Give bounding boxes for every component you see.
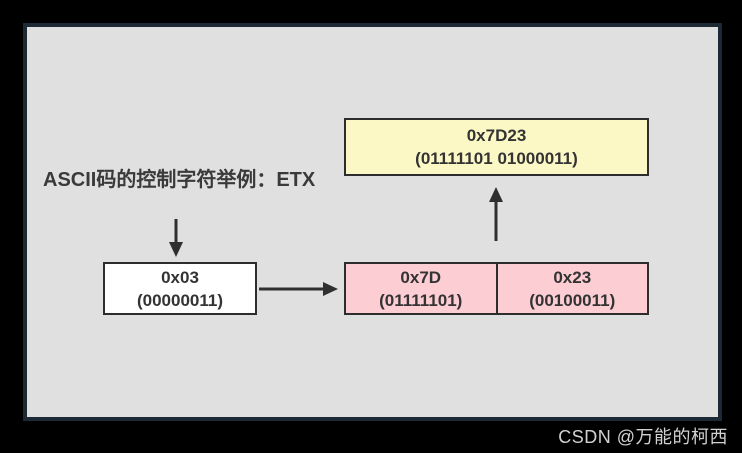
result-word-box: 0x7D23 (01111101 01000011) (344, 118, 649, 176)
result-hex-value: 0x7D23 (466, 126, 527, 145)
escaped-byte-cell-1: 0x7D (01111101) (346, 264, 498, 313)
escaped-binary-value-2: (00100011) (529, 290, 616, 310)
escaped-byte-cell-2: 0x23 (00100011) (497, 264, 647, 313)
source-hex-value: 0x03 (161, 267, 199, 287)
escaped-hex-value-2: 0x23 (553, 267, 592, 287)
escaped-hex-value-1: 0x7D (400, 267, 442, 287)
escaped-bytes-box: 0x7D (01111101) 0x23 (00100011) (344, 262, 649, 315)
source-byte-box: 0x03 (00000011) (103, 262, 257, 315)
diagram-title: ASCII码的控制字符举例：ETX (43, 169, 316, 191)
diagram-panel (23, 23, 722, 421)
source-binary-value: (00000011) (136, 290, 224, 310)
csdn-watermark: CSDN @万能的柯西 (558, 427, 728, 447)
escaped-binary-value-1: (01111101) (379, 290, 463, 310)
result-binary-value: (01111101 01000011) (415, 149, 578, 168)
